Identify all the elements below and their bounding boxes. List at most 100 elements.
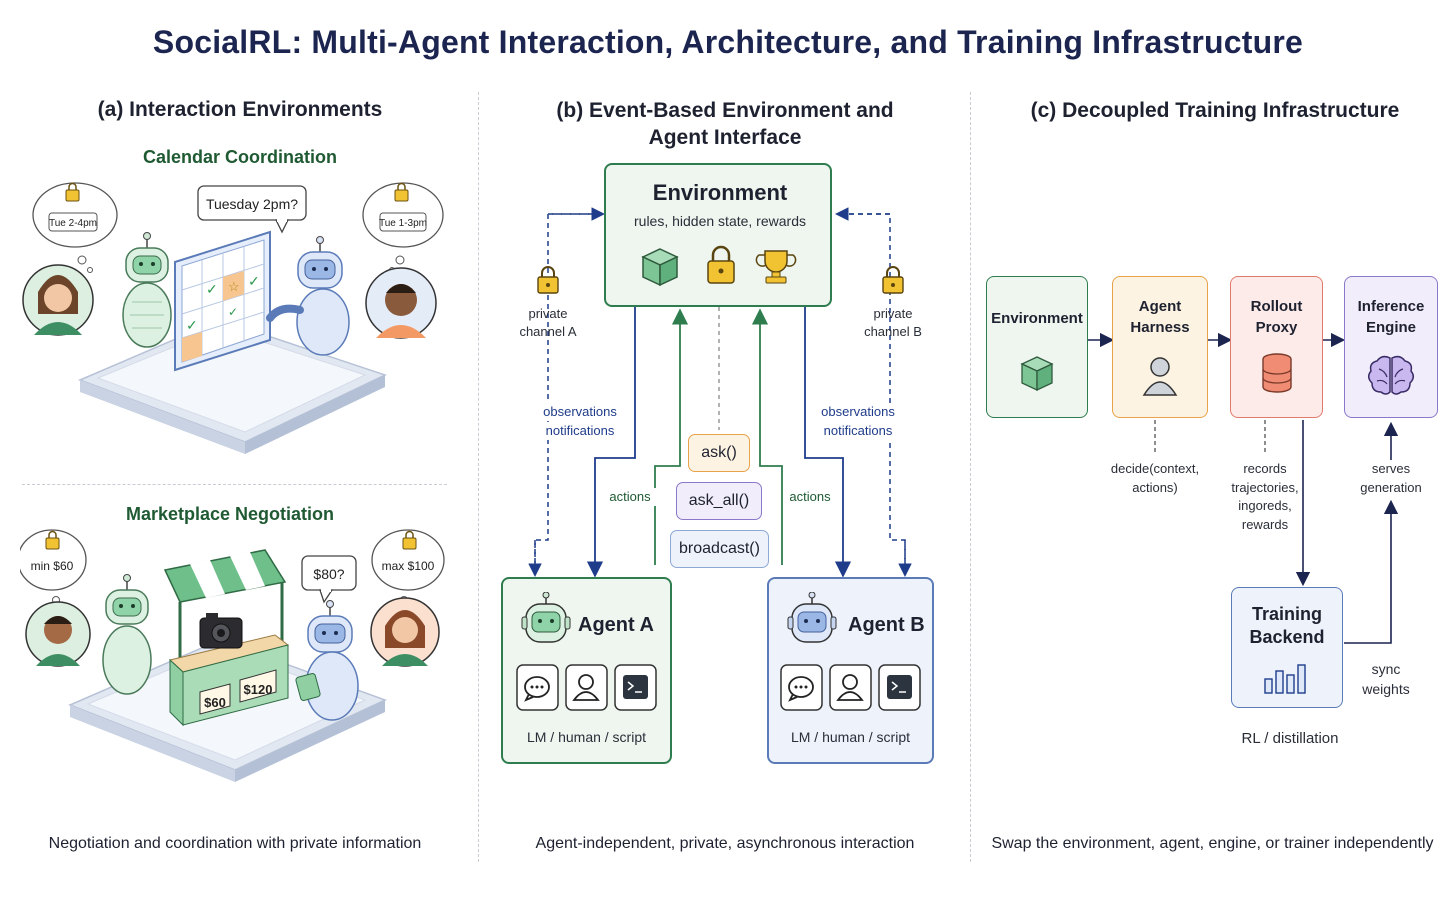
panel-divider-2 — [970, 92, 971, 862]
agent-a-title: Agent A — [578, 614, 654, 636]
user-icon — [565, 664, 608, 711]
calendar-scene: Tue 2-4pm Tue 1-3pm Tuesday 2pm? — [22, 182, 444, 454]
svg-text:☆: ☆ — [228, 279, 240, 294]
trophy-icon — [755, 250, 797, 284]
broadcast-method: broadcast() — [670, 530, 769, 568]
records-label-2: trajectories, — [1231, 480, 1299, 495]
observations-b-label-2: notifications — [813, 422, 903, 440]
panel-b-title-line1: (b) Event-Based Environment and — [556, 99, 894, 122]
thought-right-text: max $100 — [382, 559, 435, 573]
speech-text: $80? — [313, 566, 344, 582]
robot-right — [295, 600, 359, 721]
rollout-proxy-label-1: Rollout — [1250, 298, 1303, 315]
inference-engine-label-1: Inference — [1357, 298, 1425, 315]
observations-b-arrow — [804, 307, 852, 578]
speech-bubble — [197, 185, 307, 234]
price-tag-1 — [199, 683, 231, 715]
calendar-chip-right — [379, 212, 427, 232]
environment-title: Environment — [652, 180, 788, 205]
panel-divider-1 — [478, 92, 479, 862]
panel-a-title: (a) Interaction Environments — [97, 98, 383, 121]
marketplace-subtitle: Marketplace Negotiation — [125, 504, 335, 524]
agent-b-title: Agent B — [848, 614, 925, 636]
records-label-1: records — [1243, 461, 1287, 476]
panel-a-divider — [22, 484, 447, 485]
speech-text: Tuesday 2pm? — [206, 196, 298, 212]
price-tag-2 — [239, 669, 277, 703]
panel-c-connectors — [1088, 332, 1399, 644]
calendar-chip-left — [48, 212, 98, 232]
brain-icon — [1368, 355, 1414, 395]
human-avatar-left — [22, 264, 94, 336]
thought-left-text: Tue 2-4pm — [49, 218, 97, 229]
observations-b-label-1: observations — [813, 403, 903, 421]
calendar-subtitle: Calendar Coordination — [142, 147, 337, 167]
agent-a-kinds: LM / human / script — [526, 729, 647, 745]
private-channel-b-label-1: private — [873, 306, 913, 321]
agent-a-icons — [516, 664, 657, 711]
speech-bubble — [301, 555, 357, 604]
panel-a-footer: Negotiation and coordination with privat… — [48, 835, 422, 852]
panel-b-title-line2: Agent Interface — [648, 126, 802, 149]
environment-icons — [641, 245, 797, 287]
records-label-3: ingoreds, — [1238, 498, 1292, 513]
terminal-icon — [614, 664, 657, 711]
cube-icon — [1020, 356, 1054, 392]
chat-icon — [516, 664, 559, 711]
observations-a-label-1: observations — [535, 403, 625, 421]
user-icon — [829, 664, 872, 711]
svg-text:✓: ✓ — [186, 317, 198, 333]
agent-b-kinds: LM / human / script — [790, 729, 911, 745]
panel-c-footer: Swap the environment, agent, engine, or … — [991, 835, 1434, 852]
database-icon — [1262, 353, 1292, 393]
svg-text:✓: ✓ — [248, 273, 260, 289]
human-avatar-right — [365, 267, 437, 339]
environment-subtitle: rules, hidden state, rewards — [634, 213, 806, 229]
robot-left — [102, 574, 152, 695]
sync-weights-arrow — [1344, 499, 1399, 644]
decide-label-2: actions) — [1132, 480, 1178, 495]
rollout-proxy-node — [1230, 276, 1323, 418]
actions-b-label: actions — [784, 488, 836, 506]
actions-b-arrow — [751, 308, 783, 565]
agent-harness-label-1: Agent — [1138, 298, 1182, 315]
marketplace-scene: min $60 max $100 $80? — [20, 529, 445, 782]
svg-text:✓: ✓ — [206, 281, 218, 297]
rl-distillation-label: RL / distillation — [1241, 730, 1339, 747]
private-channel-b-label-2: channel B — [864, 324, 922, 339]
inference-engine-node — [1344, 276, 1438, 418]
panel-b-connectors — [528, 207, 912, 578]
terminal-icon — [878, 664, 921, 711]
observations-a-label-2: notifications — [535, 422, 625, 440]
user-icon — [1142, 357, 1178, 396]
rollout-proxy-label-2: Proxy — [1255, 319, 1298, 336]
robot-left — [122, 232, 172, 348]
page-title: SocialRL: Multi-Agent Interaction, Archi… — [152, 24, 1304, 60]
panel-c-title: (c) Decoupled Training Infrastructure — [1030, 99, 1400, 122]
robot-icon — [521, 592, 571, 643]
serves-label-1: serves — [1371, 461, 1411, 476]
private-channel-a-label-1: private — [528, 306, 568, 321]
agent-b-icons — [780, 664, 921, 711]
actions-a-arrow — [654, 308, 689, 565]
thought-left-text: min $60 — [31, 559, 74, 573]
inference-engine-label-2: Engine — [1365, 319, 1416, 336]
thought-right-text: Tue 1-3pm — [379, 218, 427, 229]
training-backend-label-2: Backend — [1249, 627, 1325, 647]
price-tag-1-text: $60 — [204, 695, 226, 710]
human-avatar-left — [25, 601, 91, 667]
robot-icon — [787, 592, 837, 643]
lock-icon — [402, 530, 417, 550]
price-tag-2-text: $120 — [244, 682, 273, 697]
c-environment-node — [986, 276, 1088, 418]
lock-icon — [65, 182, 80, 202]
robot-right — [266, 236, 350, 356]
svg-text:✓: ✓ — [228, 305, 238, 319]
camera-icon — [199, 613, 243, 649]
agent-harness-label-2: Harness — [1130, 319, 1190, 336]
chat-icon — [780, 664, 823, 711]
training-backend-label-1: Training — [1251, 604, 1322, 624]
lock-icon — [707, 245, 735, 284]
actions-a-label: actions — [604, 488, 656, 506]
calendar-board: ✓ ☆ ✓ ✓ ✓ — [174, 230, 271, 372]
